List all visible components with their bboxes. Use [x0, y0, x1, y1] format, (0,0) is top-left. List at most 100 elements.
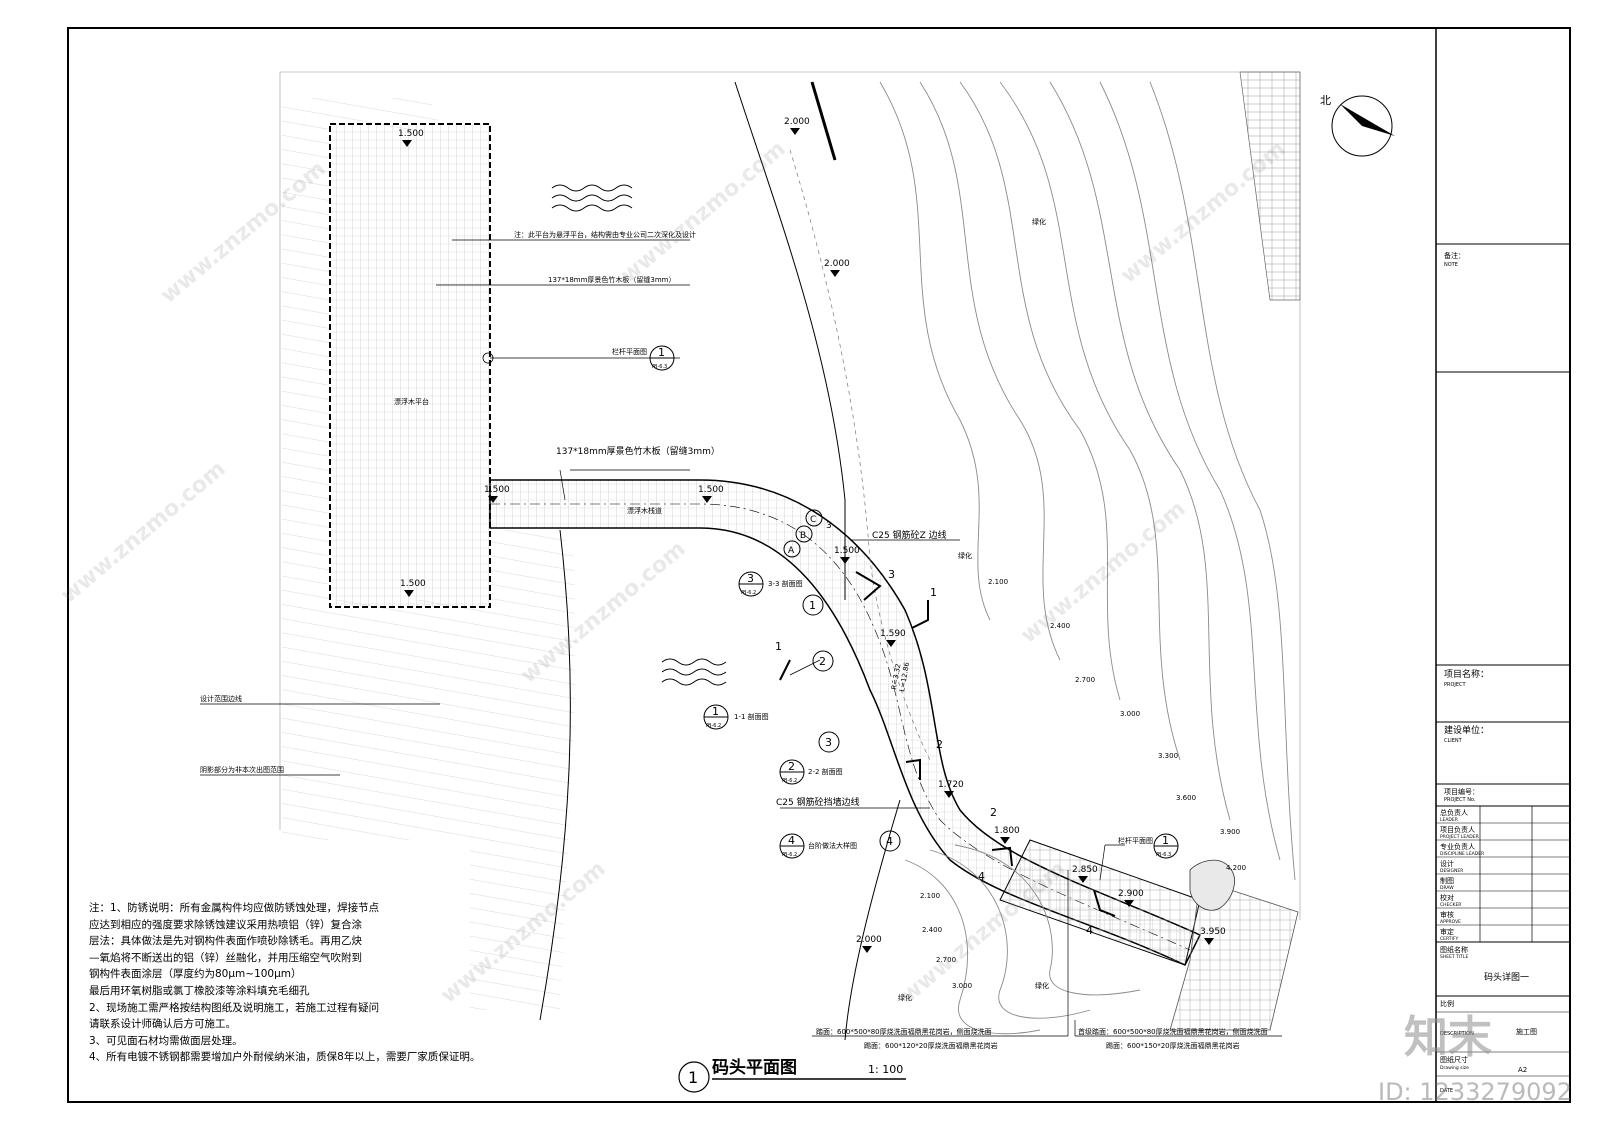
- sheet-border: [67, 27, 1571, 1103]
- svg-text:YB-6.3: YB-6.3: [1154, 852, 1171, 858]
- contour-label: 3.900: [1220, 828, 1240, 836]
- section-ref-4: 4 YB-6.2 台阶做法大样图: [779, 833, 857, 859]
- elevation-marker: 1.720: [938, 780, 964, 798]
- contour-line: [954, 844, 1141, 996]
- svg-text:制图: 制图: [1440, 876, 1454, 885]
- svg-text:4: 4: [788, 834, 795, 847]
- bamboo-board-note: 137*18mm厚景色竹木板（留缝3mm）: [548, 275, 676, 284]
- walkway-label: 漂浮木栈道: [627, 506, 662, 515]
- shoreline-lower-mid: [844, 799, 901, 1041]
- svg-text:码头详图一: 码头详图一: [1484, 971, 1529, 983]
- node-circle: 4: [879, 830, 901, 852]
- note-line: 层法：具体做法是先对钢构件表面作喷砂除锈毛。再用乙炔: [89, 935, 362, 948]
- shadow-hatch-area: [282, 98, 575, 1010]
- elevation-marker: 1.590: [880, 629, 906, 647]
- contour-line: [879, 81, 991, 621]
- svg-text:B: B: [800, 531, 806, 541]
- svg-text:DESIGNER: DESIGNER: [1440, 868, 1463, 874]
- railing-ref-1: 1 YB-6.3: [649, 345, 675, 371]
- svg-text:CHECKER: CHECKER: [1440, 902, 1461, 908]
- svg-text:专业负责人: 专业负责人: [1440, 842, 1475, 851]
- svg-text:1: 1: [712, 705, 719, 718]
- section-number: 1: [930, 586, 937, 599]
- svg-text:YB-6.2: YB-6.2: [739, 590, 756, 596]
- grid-bubble: C: [805, 509, 823, 527]
- section-marks: [779, 571, 1116, 917]
- note-line: 钢构件表面涂层（厚度约为80μm~100μm）: [89, 968, 302, 981]
- svg-text:1: 1: [809, 599, 816, 612]
- contour-label: 2.100: [988, 578, 1008, 586]
- railing-ref-2: 1 YB-6.3: [1153, 833, 1179, 859]
- section-number: 1: [775, 640, 782, 653]
- contour-line: [1099, 81, 1281, 861]
- elevation-marker: 1.500: [400, 579, 426, 597]
- svg-text:校对: 校对: [1440, 893, 1454, 902]
- section-number: 3: [826, 521, 832, 531]
- drawing-number: 1: [688, 1068, 698, 1087]
- drawing-title: 码头平面图: [712, 1058, 797, 1078]
- svg-text:3: 3: [747, 572, 754, 585]
- section-ref-2: 2 YB-6.2 2-2 剖面图: [779, 759, 843, 785]
- section-ref-3: 3 YB-6.2 3-3 剖面图: [738, 571, 803, 597]
- end-plaza-paving: [1169, 879, 1299, 1031]
- note-line: 最后用环氧树脂或氯丁橡胶漆等涂料填充毛细孔: [89, 984, 310, 997]
- paving-spec: 踏面：600*500*80厚烧洗面福鼎黑花岗岩，侧面烧洗面: [816, 1027, 992, 1036]
- note-line: 应达到相应的强度要求除锈蚀建议采用热喷铝（锌）复合涂: [89, 918, 362, 931]
- svg-text:审核: 审核: [1440, 910, 1454, 919]
- leader-lines: [200, 239, 1125, 881]
- section-ref-1: 1 YB-6.2 1-1 剖面图: [703, 704, 769, 730]
- contour-line: [959, 81, 1121, 701]
- shoreline-dashed: [789, 149, 931, 761]
- contour-line: [1049, 81, 1231, 821]
- elevation-label: 2.000: [784, 117, 810, 127]
- platform-label: 漂浮木平台: [394, 397, 429, 406]
- note-line: 请联系设计师确认后方可施工。: [89, 1018, 236, 1031]
- id-watermark: ID: 1233279092: [1378, 1078, 1572, 1106]
- svg-text:1: 1: [658, 346, 665, 359]
- contour-line: [904, 859, 1041, 1035]
- elevation-marker: 2.900: [1118, 889, 1144, 907]
- elevation-marker: 2.000: [784, 117, 810, 135]
- greening-label: 绿化: [958, 551, 972, 560]
- node-circle: 2: [812, 650, 834, 672]
- svg-text:SHEET TITLE: SHEET TITLE: [1440, 954, 1468, 960]
- contour-label: 2.100: [920, 892, 940, 900]
- svg-text:PROJECT No.: PROJECT No.: [1444, 797, 1476, 803]
- elevation-marker: 2.850: [1072, 865, 1098, 883]
- contour-line: [999, 81, 1181, 761]
- drawing-title-block: 1 码头平面图 1: 100: [678, 1058, 906, 1093]
- node-circle: 1: [802, 594, 824, 616]
- shoreline-lower-left: [539, 529, 571, 1021]
- greening-label: 绿化: [898, 993, 912, 1002]
- elevation-label: 1.500: [834, 546, 860, 556]
- svg-text:A2: A2: [1518, 1066, 1527, 1074]
- greening-label: 绿化: [1032, 217, 1046, 226]
- svg-text:CLIENT: CLIENT: [1444, 738, 1463, 744]
- svg-text:图纸名称: 图纸名称: [1440, 945, 1468, 954]
- section-number: 2: [990, 806, 997, 819]
- svg-text:总负责人: 总负责人: [1440, 808, 1468, 817]
- svg-text:DISCIPLINE LEADER: DISCIPLINE LEADER: [1440, 851, 1484, 857]
- svg-text:2: 2: [819, 655, 826, 668]
- contour-label: 3.600: [1176, 794, 1196, 802]
- contour-line: [1149, 81, 1296, 881]
- elevation-marker: 1.500: [698, 485, 724, 503]
- contour-label: 2.400: [922, 926, 942, 934]
- railing-marker: [482, 352, 494, 364]
- contour-line: [919, 81, 1061, 661]
- elevation-label: 2.850: [1072, 865, 1098, 875]
- svg-text:DATE: DATE: [1440, 1088, 1453, 1094]
- svg-text:YB-6.2: YB-6.2: [780, 778, 797, 784]
- svg-text:DRAW: DRAW: [1440, 885, 1454, 891]
- note-line: 4、所有电镀不锈钢都需要增加户外耐候纳米油，质保8年以上，需要厂家质保证明。: [89, 1051, 481, 1064]
- brick-strip: [1239, 71, 1301, 301]
- svg-text:PROJECT LEADER: PROJECT LEADER: [1440, 834, 1479, 840]
- shadow-note-label: 阴影部分为非本次出图范围: [200, 765, 284, 774]
- c25-wall-label: C25 钢筋砼挡墙边线: [776, 796, 860, 808]
- elevation-label: 3.950: [1200, 927, 1226, 937]
- paving-spec: 首级踏面：600*500*80厚烧洗面福鼎黑花岗岩，侧面烧洗面: [1078, 1027, 1268, 1036]
- svg-text:3-3 剖面图: 3-3 剖面图: [768, 579, 803, 588]
- platform-note: 注：此平台为悬浮平台，结构需由专业公司二次深化及设计: [514, 230, 696, 239]
- contour-line: [929, 849, 1091, 1019]
